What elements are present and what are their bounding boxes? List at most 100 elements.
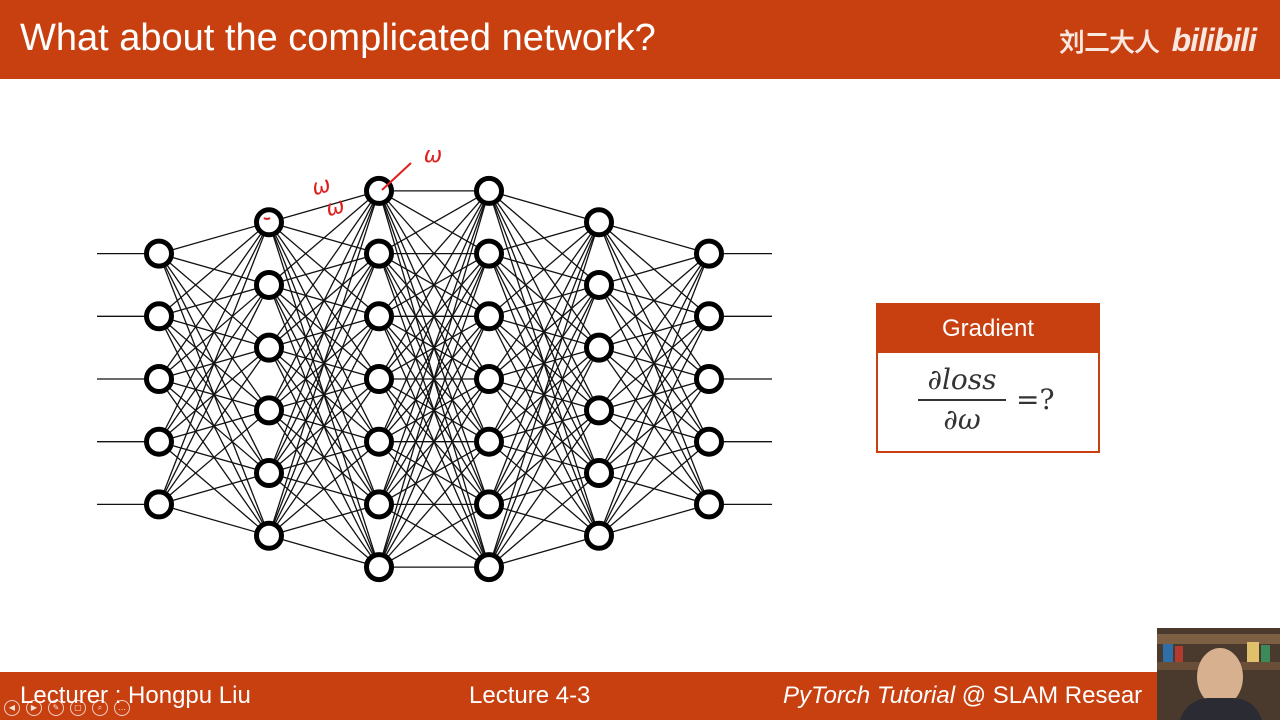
connection-edge — [598, 441, 710, 537]
connection-edge — [598, 503, 710, 537]
connection-edge — [488, 190, 600, 223]
connection-edge — [158, 284, 270, 505]
connection-edge — [488, 284, 600, 568]
connection-edge — [598, 378, 710, 537]
neuron-node — [694, 301, 724, 332]
connection-edge — [158, 347, 270, 505]
annotation-stroke — [263, 217, 271, 220]
neuron-node — [364, 364, 394, 394]
connection-edge — [488, 221, 600, 317]
neuron-node — [584, 207, 614, 238]
connection-edge — [268, 190, 380, 349]
neuron-node — [144, 238, 174, 269]
connection-edge — [158, 221, 270, 380]
gradient-header: Gradient — [878, 305, 1098, 353]
neuron-node — [364, 552, 394, 583]
next-slide-icon[interactable]: ▶ — [26, 700, 42, 716]
webcam-book — [1163, 644, 1173, 662]
connection-edge — [268, 190, 380, 286]
gradient-formula: ∂loss ∂ω =? — [878, 353, 1098, 451]
copy-icon[interactable]: ▢ — [70, 700, 86, 716]
connection-edge — [598, 253, 710, 349]
zoom-icon[interactable]: ⌕ — [92, 700, 108, 716]
course-label: PyTorch Tutorial @ SLAM Resear — [783, 681, 1142, 711]
connection-edge — [268, 253, 380, 536]
neuron-node — [364, 238, 394, 269]
webcam-book — [1175, 646, 1183, 662]
course-name: PyTorch Tutorial — [783, 682, 956, 709]
connection-edge — [378, 378, 490, 568]
connection-edge — [378, 503, 490, 568]
omega-annotation: ω — [424, 143, 442, 168]
connection-edge — [268, 503, 380, 537]
connection-edge — [378, 190, 490, 442]
webcam-shelf — [1157, 634, 1280, 644]
neuron-node — [254, 332, 284, 363]
connection-edge — [598, 316, 710, 537]
neuron-node — [584, 520, 614, 551]
neuron-node — [474, 238, 504, 269]
connection-edge — [268, 378, 380, 537]
neuron-node — [584, 269, 614, 300]
connection-edge — [378, 190, 490, 255]
connection-edge — [158, 221, 270, 442]
connection-edge — [488, 221, 600, 442]
connection-edge — [158, 472, 270, 506]
connection-edge — [488, 472, 600, 568]
more-icon[interactable]: … — [114, 700, 130, 716]
connection-edge — [268, 190, 380, 536]
pen-icon[interactable]: ✎ — [48, 700, 64, 716]
bilibili-logo: bilibili — [1171, 22, 1257, 58]
connection-edge — [378, 316, 490, 568]
neuron-node — [144, 364, 174, 394]
neuron-node — [364, 175, 394, 206]
slide-player-controls: ◀ ▶ ✎ ▢ ⌕ … — [4, 700, 130, 716]
connection-edge — [598, 221, 710, 255]
equals-question: =? — [1016, 383, 1055, 416]
channel-watermark: 刘二大人 bilibili — [1060, 22, 1257, 59]
neuron-node — [144, 426, 174, 457]
neuron-node — [694, 489, 724, 520]
connection-edge — [598, 253, 710, 536]
connection-edge — [158, 221, 270, 317]
neuron-node — [474, 426, 504, 457]
neuron-node — [474, 175, 504, 206]
neuron-node — [144, 301, 174, 332]
connection-edge — [598, 253, 710, 411]
neuron-node — [584, 332, 614, 363]
lecturer-head — [1197, 648, 1243, 706]
footer-bar: Lecturer : Hongpu Liu Lecture 4-3 PyTorc… — [0, 672, 1280, 720]
connection-edge — [158, 222, 270, 505]
neuron-node — [474, 489, 504, 520]
neuron-node — [474, 364, 504, 394]
slide-title: What about the complicated network? — [20, 17, 656, 59]
connection-edge — [158, 409, 270, 505]
connection-edge — [268, 190, 380, 474]
neuron-node — [144, 489, 174, 520]
webcam-book — [1247, 642, 1259, 662]
connection-edge — [488, 535, 600, 568]
fraction: ∂loss ∂ω — [918, 363, 1006, 437]
annotation-stroke — [381, 162, 412, 191]
neuron-node — [254, 207, 284, 238]
lecturer-body — [1179, 698, 1263, 720]
neuron-node — [584, 458, 614, 489]
neuron-node — [474, 301, 504, 332]
connection-edge — [158, 503, 270, 537]
connection-edge — [378, 190, 490, 568]
course-affiliation: @ SLAM Resear — [955, 682, 1143, 709]
prev-slide-icon[interactable]: ◀ — [4, 700, 20, 716]
neuron-node — [254, 395, 284, 426]
connection-edge — [268, 316, 380, 537]
fraction-bar — [918, 399, 1006, 401]
neuron-node — [364, 489, 394, 520]
connection-edge — [158, 221, 270, 255]
connection-edge — [488, 221, 600, 380]
neuron-node — [364, 426, 394, 457]
neuron-node — [254, 520, 284, 551]
neuron-node — [694, 364, 724, 394]
connection-edge — [378, 441, 490, 568]
neuron-node — [364, 301, 394, 332]
lecture-number: Lecture 4-3 — [469, 682, 591, 709]
